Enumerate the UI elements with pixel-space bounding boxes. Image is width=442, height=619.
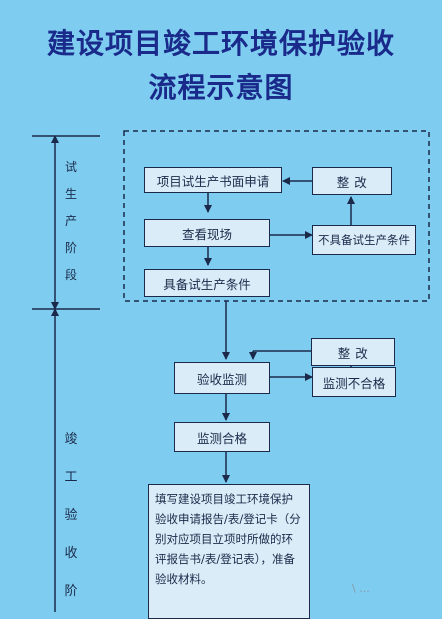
node-not-qualified: 不具备试生产条件: [312, 225, 416, 255]
title-line-2: 流程示意图: [148, 71, 294, 104]
node-submit-application: 填写建设项目竣工环境保护验收申请报告/表/登记卡（分别对应项目立项时所做的环评报…: [148, 484, 310, 619]
watermark: \ ...: [352, 582, 370, 595]
node-monitoring-passed: 监测合格: [174, 422, 270, 452]
node-acceptance-monitoring: 验收监测: [174, 362, 270, 394]
stage-label-acceptance: 竣 工 验 收 阶: [64, 432, 78, 599]
node-trial-application: 项目试生产书面申请: [144, 167, 282, 193]
title-line-1: 建设项目竣工环境保护验收: [46, 27, 395, 60]
node-site-inspection: 查看现场: [144, 219, 270, 247]
stage-label-trial-production: 试 生 产 阶 段: [64, 160, 77, 282]
node-qualified: 具备试生产条件: [144, 269, 270, 297]
node-rectify-trial: 整 改: [312, 167, 392, 195]
node-rectify-acceptance: 整 改: [311, 338, 395, 366]
trial-stage-boundary: [123, 130, 430, 302]
node-monitoring-failed: 监测不合格: [312, 367, 396, 397]
